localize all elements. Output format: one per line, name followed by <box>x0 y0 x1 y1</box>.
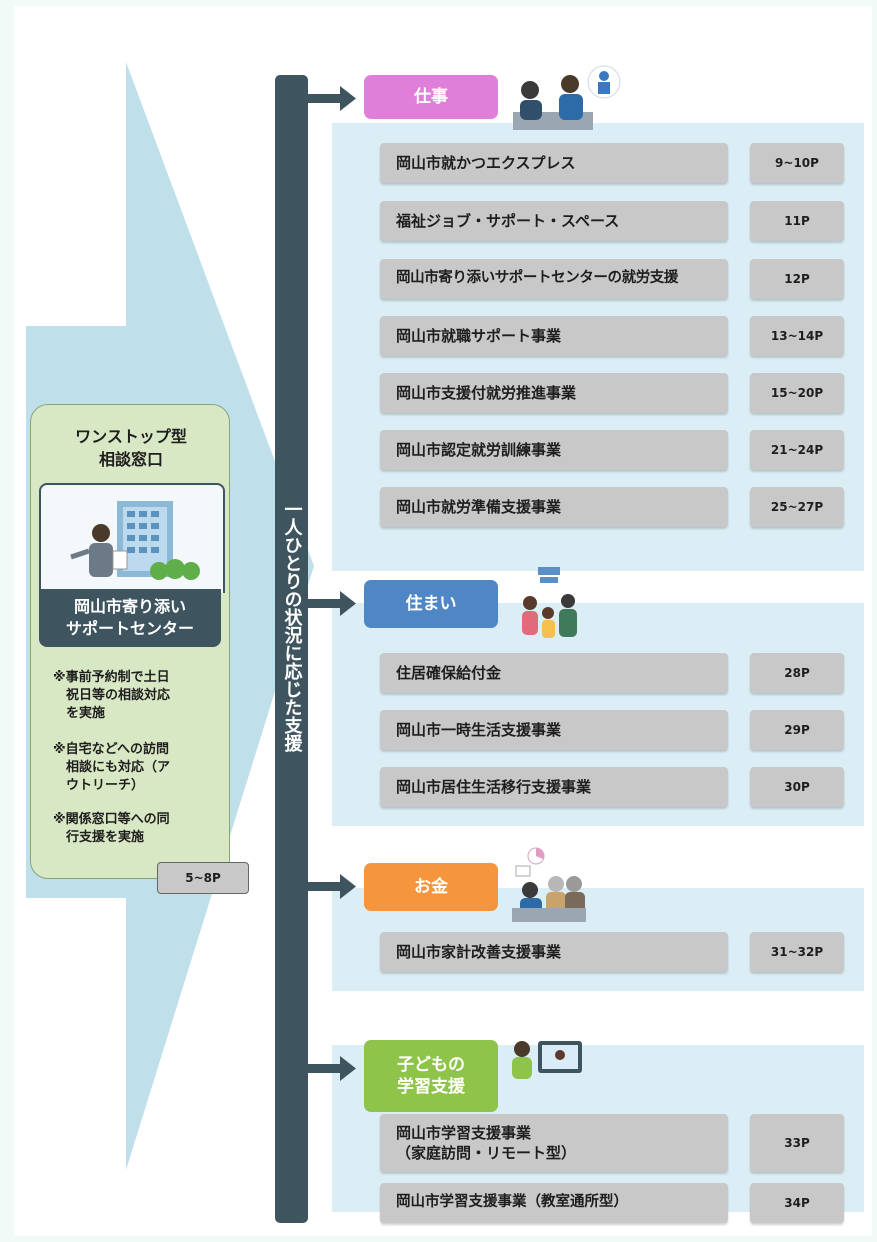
remote-learning-illustration-icon <box>512 1041 582 1079</box>
hub-note: ※自宅などへの訪問 相談にも対応（ア ウトリーチ） <box>53 742 171 794</box>
list-item-work[interactable]: 福祉ジョブ・サポート・スペース <box>380 201 728 241</box>
category-housing[interactable]: 住まい <box>364 580 498 628</box>
page-badge[interactable]: 9~10P <box>750 143 844 183</box>
category-money[interactable]: お金 <box>364 863 498 911</box>
page-badge[interactable]: 33P <box>750 1114 844 1172</box>
finance-counseling-illustration-icon <box>512 847 586 922</box>
page-badge[interactable]: 15~20P <box>750 373 844 413</box>
page-badge[interactable]: 34P <box>750 1183 844 1223</box>
list-item-learning[interactable]: 岡山市学習支援事業 （家庭訪問・リモート型） <box>380 1114 728 1172</box>
page-badge[interactable]: 31~32P <box>750 932 844 972</box>
hub-note: ※関係窓口等への同 行支援を実施 <box>53 812 170 846</box>
page-badge[interactable]: 12P <box>750 259 844 299</box>
page-badge[interactable]: 29P <box>750 710 844 750</box>
list-item-housing[interactable]: 岡山市一時生活支援事業 <box>380 710 728 750</box>
job-counseling-illustration-icon <box>513 65 621 130</box>
page-badge[interactable]: 11P <box>750 201 844 241</box>
list-item-work[interactable]: 岡山市寄り添いサポートセンターの就労支援 <box>380 259 728 299</box>
list-item-learning[interactable]: 岡山市学習支援事業（教室通所型） <box>380 1183 728 1223</box>
hub-illustration <box>39 483 225 593</box>
page-badge[interactable]: 13~14P <box>750 316 844 356</box>
list-item-money[interactable]: 岡山市家計改善支援事業 <box>380 932 728 972</box>
list-item-work[interactable]: 岡山市支援付就労推進事業 <box>380 373 728 413</box>
page-badge[interactable]: 21~24P <box>750 430 844 470</box>
office-building-icon <box>70 501 200 580</box>
central-label: 一人ひとりの状況に応じた支援 <box>281 500 303 752</box>
arrow-right-icon <box>308 591 356 616</box>
list-item-work[interactable]: 岡山市認定就労訓練事業 <box>380 430 728 470</box>
arrow-right-icon <box>308 874 356 899</box>
list-item-work[interactable]: 岡山市就労準備支援事業 <box>380 487 728 527</box>
hub-title: ワンストップ型 相談窓口 <box>75 427 187 470</box>
page-badge[interactable]: 30P <box>750 767 844 807</box>
family-home-illustration-icon <box>522 567 577 638</box>
hub-page-badge[interactable]: 5~8P <box>157 862 249 894</box>
page-badge[interactable]: 28P <box>750 653 844 693</box>
category-work[interactable]: 仕事 <box>364 75 498 119</box>
arrow-right-icon <box>308 1056 356 1081</box>
list-item-work[interactable]: 岡山市就かつエクスプレス <box>380 143 728 183</box>
category-learning[interactable]: 子どもの 学習支援 <box>364 1040 498 1112</box>
page-badge[interactable]: 25~27P <box>750 487 844 527</box>
hub-card: ワンストップ型 相談窓口 岡山市寄り添い サポートセンター ※事前予約制で土日 … <box>30 404 230 879</box>
list-item-housing[interactable]: 住居確保給付金 <box>380 653 728 693</box>
arrow-right-icon <box>308 86 356 111</box>
central-bar <box>275 75 308 1223</box>
hub-name: 岡山市寄り添い サポートセンター <box>39 589 221 647</box>
list-item-housing[interactable]: 岡山市居住生活移行支援事業 <box>380 767 728 807</box>
hub-note: ※事前予約制で土日 祝日等の相談対応 を実施 <box>53 670 171 722</box>
list-item-work[interactable]: 岡山市就職サポート事業 <box>380 316 728 356</box>
